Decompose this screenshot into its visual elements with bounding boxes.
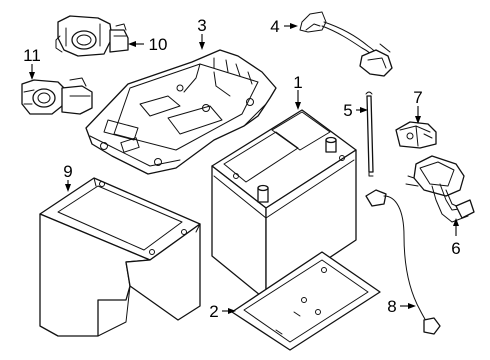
leader-lines: [29, 23, 459, 314]
callout-labels: 1 2 3 4 5 6 7 8 9 10 11: [23, 16, 461, 321]
callout-9: 9: [63, 162, 72, 181]
negative-terminal-part: [21, 77, 93, 115]
clamp-part: [395, 121, 437, 149]
callout-1: 1: [293, 73, 302, 92]
callout-10: 10: [149, 35, 168, 54]
callout-11: 11: [23, 46, 41, 65]
positive-terminal-part: [55, 15, 129, 57]
callout-5: 5: [343, 101, 352, 120]
battery-part: [211, 109, 357, 301]
battery-box-part: [85, 49, 277, 175]
callout-3: 3: [197, 16, 206, 35]
hold-down-rod-part: [365, 91, 374, 177]
callout-2: 2: [209, 302, 218, 321]
fuse-link-holder-part: [405, 155, 475, 223]
callout-8: 8: [387, 297, 396, 316]
callout-6: 6: [451, 239, 460, 258]
battery-cover-part: [39, 177, 201, 337]
tray-part: [231, 251, 381, 351]
cable-harness-part: [299, 11, 393, 77]
sensor-lead-part: [365, 189, 441, 335]
callout-7: 7: [413, 88, 422, 107]
callout-4: 4: [270, 17, 279, 36]
